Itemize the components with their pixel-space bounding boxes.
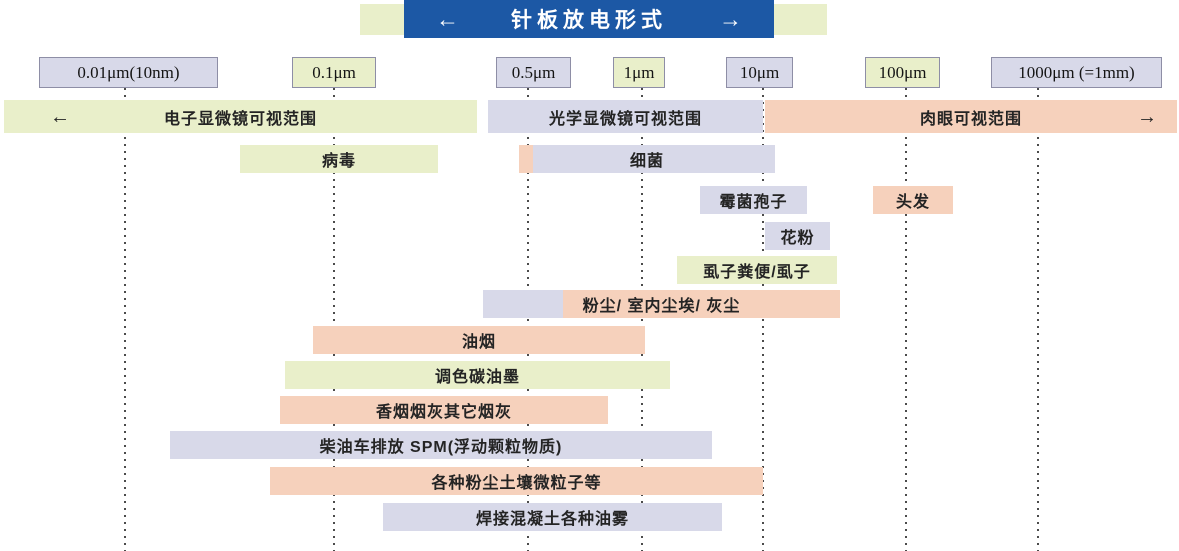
- bar-diesel-spm: 柴油车排放 SPM(浮动颗粒物质): [170, 431, 712, 459]
- right-arrow-icon: →: [719, 5, 742, 32]
- bar-label: 花粉: [780, 230, 815, 247]
- bar-hair: 头发: [873, 186, 953, 214]
- bar-segment: [488, 100, 763, 133]
- bar-segment: [483, 290, 563, 318]
- bar-mold-spores: 霉菌孢子: [700, 186, 807, 214]
- right-arrow-icon: →: [1137, 105, 1157, 128]
- bar-segment: [4, 100, 477, 133]
- bar-segment: [700, 186, 807, 214]
- bar-segment: [563, 290, 840, 318]
- scale-label-100um: 100μm: [865, 57, 940, 88]
- bar-label: 柴油车排放 SPM(浮动颗粒物质): [319, 439, 563, 456]
- bar-naked-eye-range: → 肉眼可视范围: [765, 100, 1177, 133]
- bar-label: 香烟烟灰其它烟灰: [375, 404, 512, 421]
- bar-segment: [765, 100, 1177, 133]
- bar-segment: [313, 326, 645, 354]
- bar-toner-ink: 调色碳油墨: [285, 361, 670, 389]
- bar-oil-smoke: 油烟: [313, 326, 645, 354]
- left-arrow-icon: ←: [436, 5, 459, 32]
- bar-cigarette-ash: 香烟烟灰其它烟灰: [280, 396, 608, 424]
- bar-segment: [170, 431, 712, 459]
- bar-label: 电子显微镜可视范围: [163, 110, 317, 128]
- left-arrow-icon: ←: [50, 105, 70, 128]
- scale-label-0-5um: 0.5μm: [496, 57, 571, 88]
- bar-label: 调色碳油墨: [434, 369, 520, 386]
- bar-label: 病毒: [321, 153, 356, 170]
- scale-label-1000um: 1000μm (=1mm): [991, 57, 1162, 88]
- bar-pollen: 花粉: [765, 222, 830, 250]
- bar-label: 光学显微镜可视范围: [548, 110, 702, 128]
- bar-segment: [285, 361, 670, 389]
- bar-segment: [383, 503, 722, 531]
- bar-electron-microscope-range: ← 电子显微镜可视范围: [4, 100, 477, 133]
- scale-label-0-01um: 0.01μm(10nm): [39, 57, 218, 88]
- scale-label-0-1um: 0.1μm: [292, 57, 376, 88]
- bar-dust-indoor: 粉尘/ 室内尘埃/ 灰尘: [483, 290, 840, 318]
- bar-label: 细菌: [629, 153, 664, 170]
- bar-segment: [765, 222, 830, 250]
- bar-segment: [240, 145, 438, 173]
- bar-label: 霉菌孢子: [719, 194, 788, 211]
- gridline-10um: [762, 88, 764, 551]
- gridline-0-5um: [527, 88, 529, 551]
- gridline-100um: [905, 88, 907, 551]
- bar-segment: [873, 186, 953, 214]
- bar-segment: [270, 467, 763, 495]
- chart-title-banner: ← 针板放电形式 →: [404, 0, 774, 38]
- scale-label-1um: 1μm: [613, 57, 665, 88]
- gridline-0-1um: [333, 88, 335, 551]
- bar-segment: [677, 256, 837, 284]
- bar-label: 油烟: [461, 334, 496, 351]
- bar-label: 头发: [895, 194, 930, 211]
- scale-label-10um: 10μm: [726, 57, 793, 88]
- bar-label: 粉尘/ 室内尘埃/ 灰尘: [582, 298, 741, 315]
- bar-label: 虱子粪便/虱子: [703, 264, 811, 281]
- bar-label: 焊接混凝土各种油雾: [475, 511, 629, 528]
- gridline-1000um: [1037, 88, 1039, 551]
- page-title: 针板放电形式: [511, 9, 667, 32]
- bar-soil-particles: 各种粉尘土壤微粒子等: [270, 467, 763, 495]
- bar-label: 肉眼可视范围: [919, 110, 1022, 128]
- bar-welding-mist: 焊接混凝土各种油雾: [383, 503, 722, 531]
- bar-lice: 虱子粪便/虱子: [677, 256, 837, 284]
- gridline-1um: [641, 88, 643, 551]
- bar-bacteria: 细菌: [519, 145, 775, 173]
- bar-label: 各种粉尘土壤微粒子等: [431, 475, 602, 492]
- bar-segment: [280, 396, 608, 424]
- gridline-0-01um: [124, 88, 126, 551]
- bar-segment: [519, 145, 533, 173]
- bar-optical-microscope-range: 光学显微镜可视范围: [488, 100, 763, 133]
- bar-virus: 病毒: [240, 145, 438, 173]
- bar-segment: [533, 145, 775, 173]
